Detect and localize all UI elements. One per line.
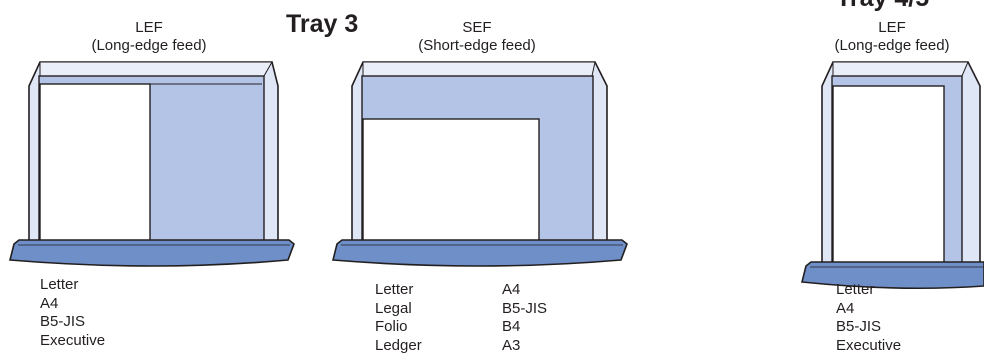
list-item: B5-JIS [502,299,548,317]
paper-sheet [362,118,540,242]
tray45-lef-label: LEF [878,19,906,36]
tray45-lef-sublabel: (Long-edge feed) [834,37,950,54]
tray3-lef-size-list: Letter A4 B5-JIS Executive [40,276,105,350]
tray3-sef-drawer [331,61,628,267]
paper-sheet [832,85,945,270]
tray3-sef-sublabel: (Short-edge feed) [418,37,536,54]
tray3-lef-sublabel: (Long-edge feed) [91,37,207,54]
list-item: Ledger [375,336,422,354]
list-item: B5-JIS [836,318,882,335]
tray3-title: Tray 3 [286,10,359,38]
tray45-lef-size-list: Letter A4 B5-JIS Executive [836,281,901,355]
tray45-title: Tray 4/5 [836,0,929,13]
tray-frame-top [39,61,273,77]
list-item: A4 [40,294,59,312]
list-item: B5-JIS [40,313,86,330]
tray-base [8,239,295,267]
tray3-sef-size-list-2: A4 B5-JIS B4 A3 [502,281,547,355]
list-item: Letter [40,276,79,293]
tray3-sef-label: SEF [462,19,492,36]
list-item: Letter [375,281,414,298]
tray3-lef-label: LEF [135,19,163,36]
tray45-lef-drawer [800,61,984,290]
paper-sheet [39,83,151,242]
list-item: A4 [502,281,521,298]
tray3-lef-drawer [8,61,295,267]
list-item: Legal [375,299,412,317]
tray-frame-top [832,61,969,77]
tray-base [331,239,628,267]
list-item: B4 [502,318,521,335]
list-item: A4 [836,299,855,317]
tray3-sef-size-list-1: Letter Legal Folio Ledger [375,281,422,355]
list-item: A3 [502,336,521,354]
list-item: Letter [836,281,875,298]
list-item: Folio [375,318,408,335]
list-item: Executive [40,331,106,349]
list-item: Executive [836,336,902,354]
tray-frame-top [362,61,596,77]
